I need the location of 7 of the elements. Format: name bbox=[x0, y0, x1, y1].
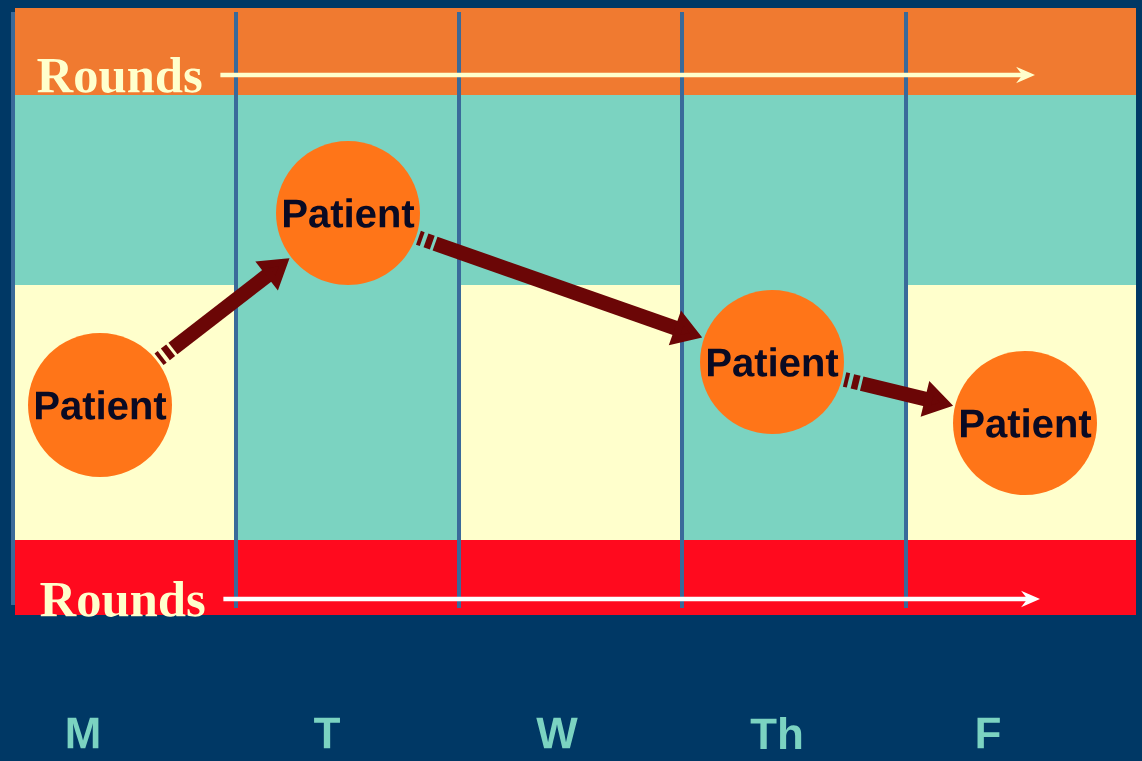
row-label: Rounds bbox=[37, 57, 202, 93]
row-label: Rounds bbox=[40, 581, 205, 617]
day-label: Th bbox=[750, 717, 802, 749]
day-label: T bbox=[314, 717, 340, 749]
day-label: F bbox=[977, 717, 1000, 749]
day-label: W bbox=[536, 717, 578, 749]
day-label: M bbox=[67, 717, 99, 749]
